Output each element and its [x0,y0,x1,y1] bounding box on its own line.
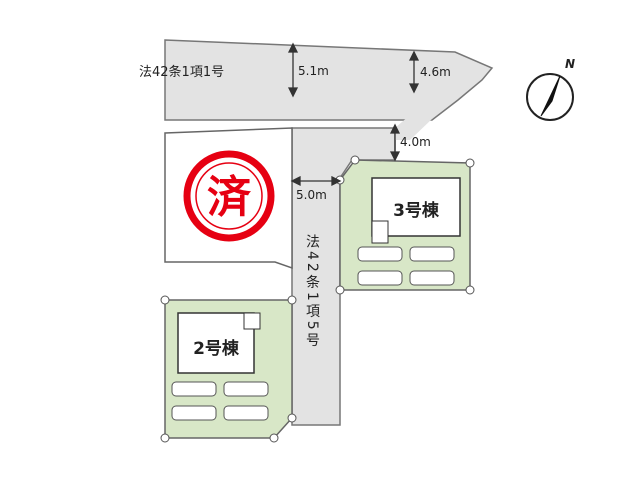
boundary-marker [287,295,297,305]
lot2-label: 2号棟 [193,338,240,359]
lot3-entrance [371,220,389,244]
parking-space [409,246,455,262]
top-road-name: 法42条1項1号 [139,64,224,80]
lot3-label: 3号棟 [393,200,440,221]
boundary-marker [465,158,475,168]
boundary-markers [160,155,475,443]
boundary-marker [160,433,170,443]
lot2-parking [171,381,269,421]
dim-label-side-width: 5.0m [296,188,327,202]
boundary-marker [287,413,297,423]
lot3-parking [357,246,455,286]
side-road-name: 法42条1項5号 [304,234,320,350]
boundary-marker [350,155,360,165]
dimension-arrows [287,42,420,187]
dim-label-side-north: 4.0m [400,135,431,149]
parking-space [223,381,269,397]
parking-space [357,246,403,262]
sold-stamp-text: 済 [207,172,252,223]
boundary-marker [160,295,170,305]
dim-label-top-west: 5.1m [298,64,329,78]
boundary-marker [335,285,345,295]
parking-space [171,405,217,421]
road-corner [395,96,456,140]
lot2-entrance [243,312,261,330]
parking-space [171,381,217,397]
compass-north-label: N [565,57,575,71]
sold-stamp: 済 [183,150,275,242]
dim-label-top-east: 4.6m [420,65,451,79]
parking-space [357,270,403,286]
parking-space [223,405,269,421]
parking-space [409,270,455,286]
boundary-marker [465,285,475,295]
compass-icon: N [526,57,575,121]
boundary-marker [269,433,279,443]
lot2-building [177,312,255,374]
